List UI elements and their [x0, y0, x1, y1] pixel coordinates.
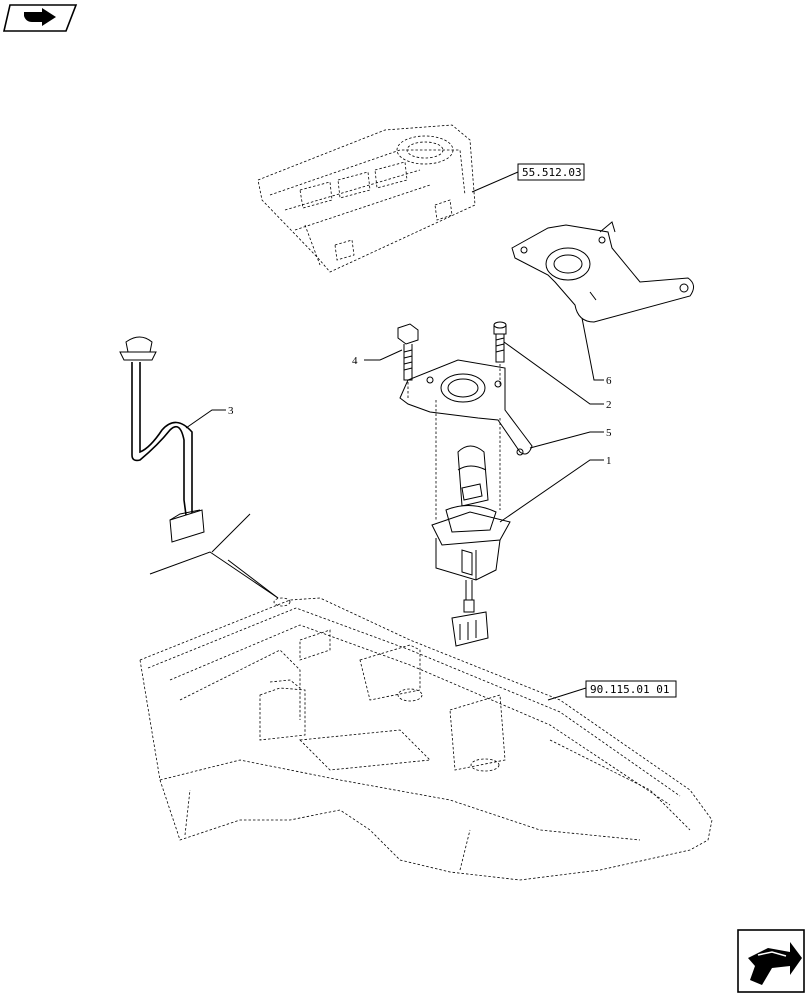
cable-part-3 — [119, 336, 205, 543]
next-page-arrow-icon[interactable] — [2, 4, 78, 32]
leader-lines-console — [149, 513, 279, 599]
bracket-part-6 — [511, 221, 694, 323]
callout-label-4: 4 — [352, 355, 358, 367]
bolt-part-4 — [397, 323, 419, 400]
mounting-plate-part-5 — [399, 359, 533, 456]
callout-5: 5 — [529, 427, 612, 449]
callout-label-1: 1 — [606, 455, 612, 467]
upper-console-drawing — [257, 124, 476, 273]
callout-4: 4 — [352, 349, 403, 367]
callout-label-5: 5 — [606, 427, 612, 439]
callout-2: 2 — [503, 341, 612, 411]
reference-label-bottom: 90.115.01 01 — [590, 683, 669, 696]
callout-label-3: 3 — [228, 405, 234, 417]
callout-label-6: 6 — [606, 375, 612, 387]
callout-6: 6 — [581, 317, 612, 387]
callout-1: 1 — [499, 455, 612, 523]
joystick-part-1 — [431, 400, 511, 647]
reference-box-bottom[interactable]: 90.115.01 01 — [547, 680, 677, 701]
lower-console-drawing — [139, 597, 713, 881]
reference-label-top: 55.512.03 — [522, 166, 582, 179]
screw-part-2 — [493, 321, 507, 385]
reference-box-top[interactable]: 55.512.03 — [471, 163, 585, 193]
callout-label-2: 2 — [606, 399, 612, 411]
callout-3: 3 — [185, 405, 234, 429]
page-turn-arrow-icon[interactable] — [737, 929, 805, 993]
